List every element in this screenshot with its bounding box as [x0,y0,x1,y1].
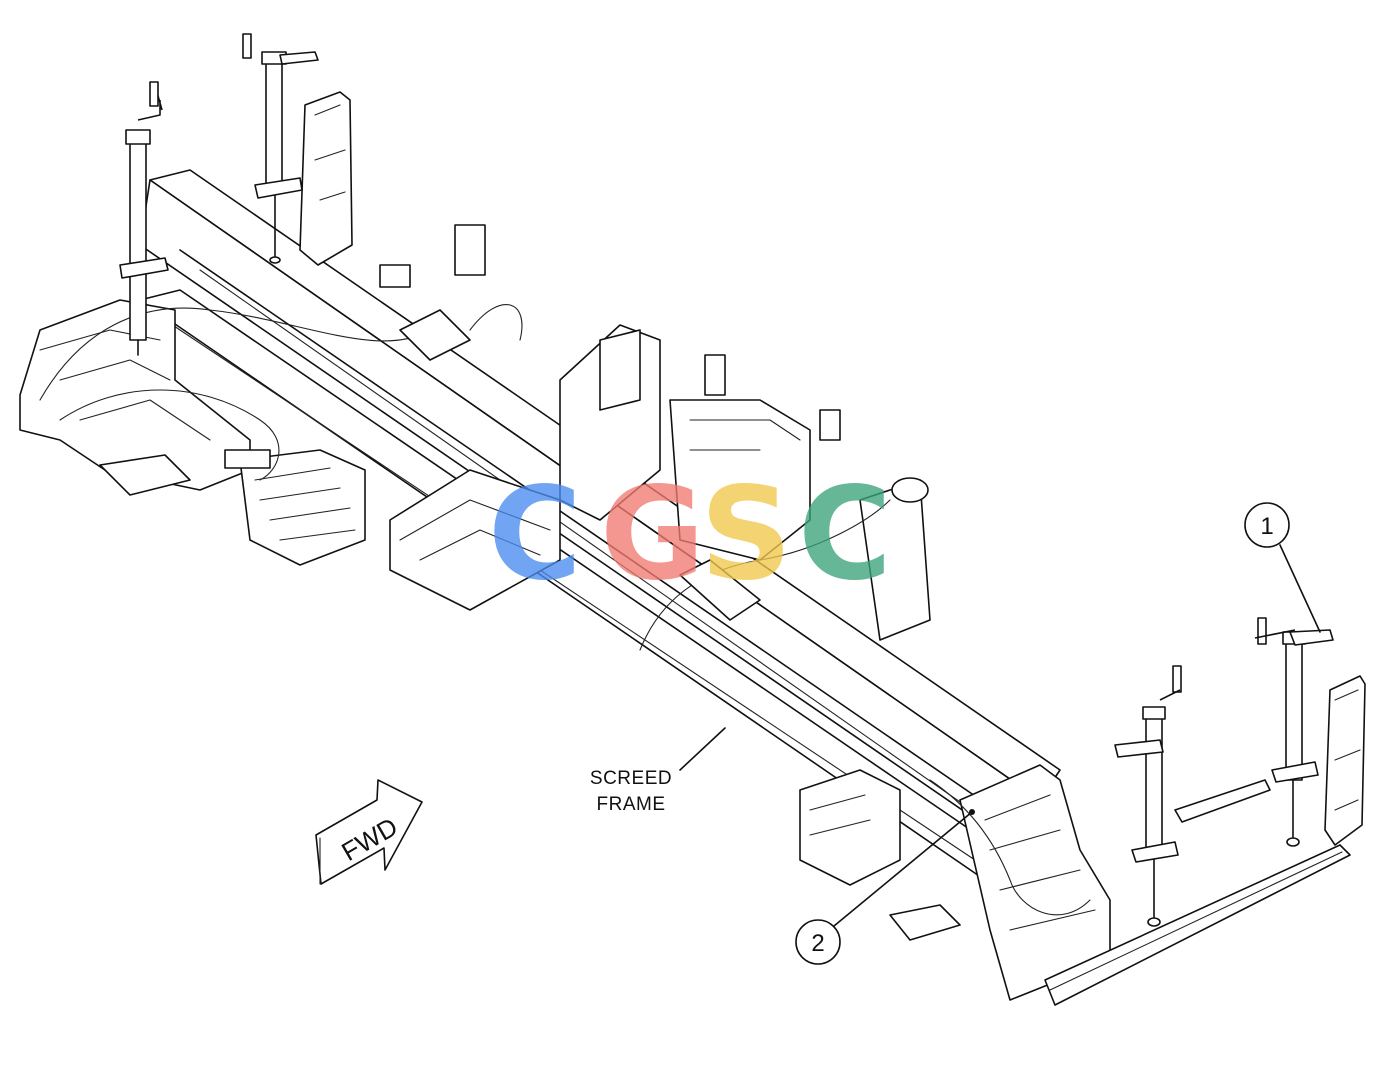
watermark-letter-3: S [700,460,792,609]
callout-1: 1 [1244,502,1321,633]
callout-1-number: 1 [1260,513,1273,540]
screed-frame-body [19,169,1351,1006]
right-depth-crank-1 [1254,617,1334,847]
screed-frame-label-line1: SCREED [590,768,672,789]
watermark-letter-2: G [600,460,705,609]
screed-frame-label-line2: FRAME [597,794,666,815]
watermark: C G S C [488,460,892,609]
left-depth-crank-1 [119,81,169,356]
right-depth-crank-2 [1114,665,1182,927]
callout-2-number: 2 [811,930,824,957]
fwd-arrow: FWD [315,779,423,885]
left-depth-crank-2 [242,33,319,264]
watermark-letter-4: C [798,460,892,609]
callout-2: 2 [795,809,975,965]
screed-frame-label: SCREED FRAME [590,727,726,815]
left-end-gate [299,91,353,266]
watermark-letter-1: C [488,460,582,609]
right-end-gate [1174,675,1366,846]
